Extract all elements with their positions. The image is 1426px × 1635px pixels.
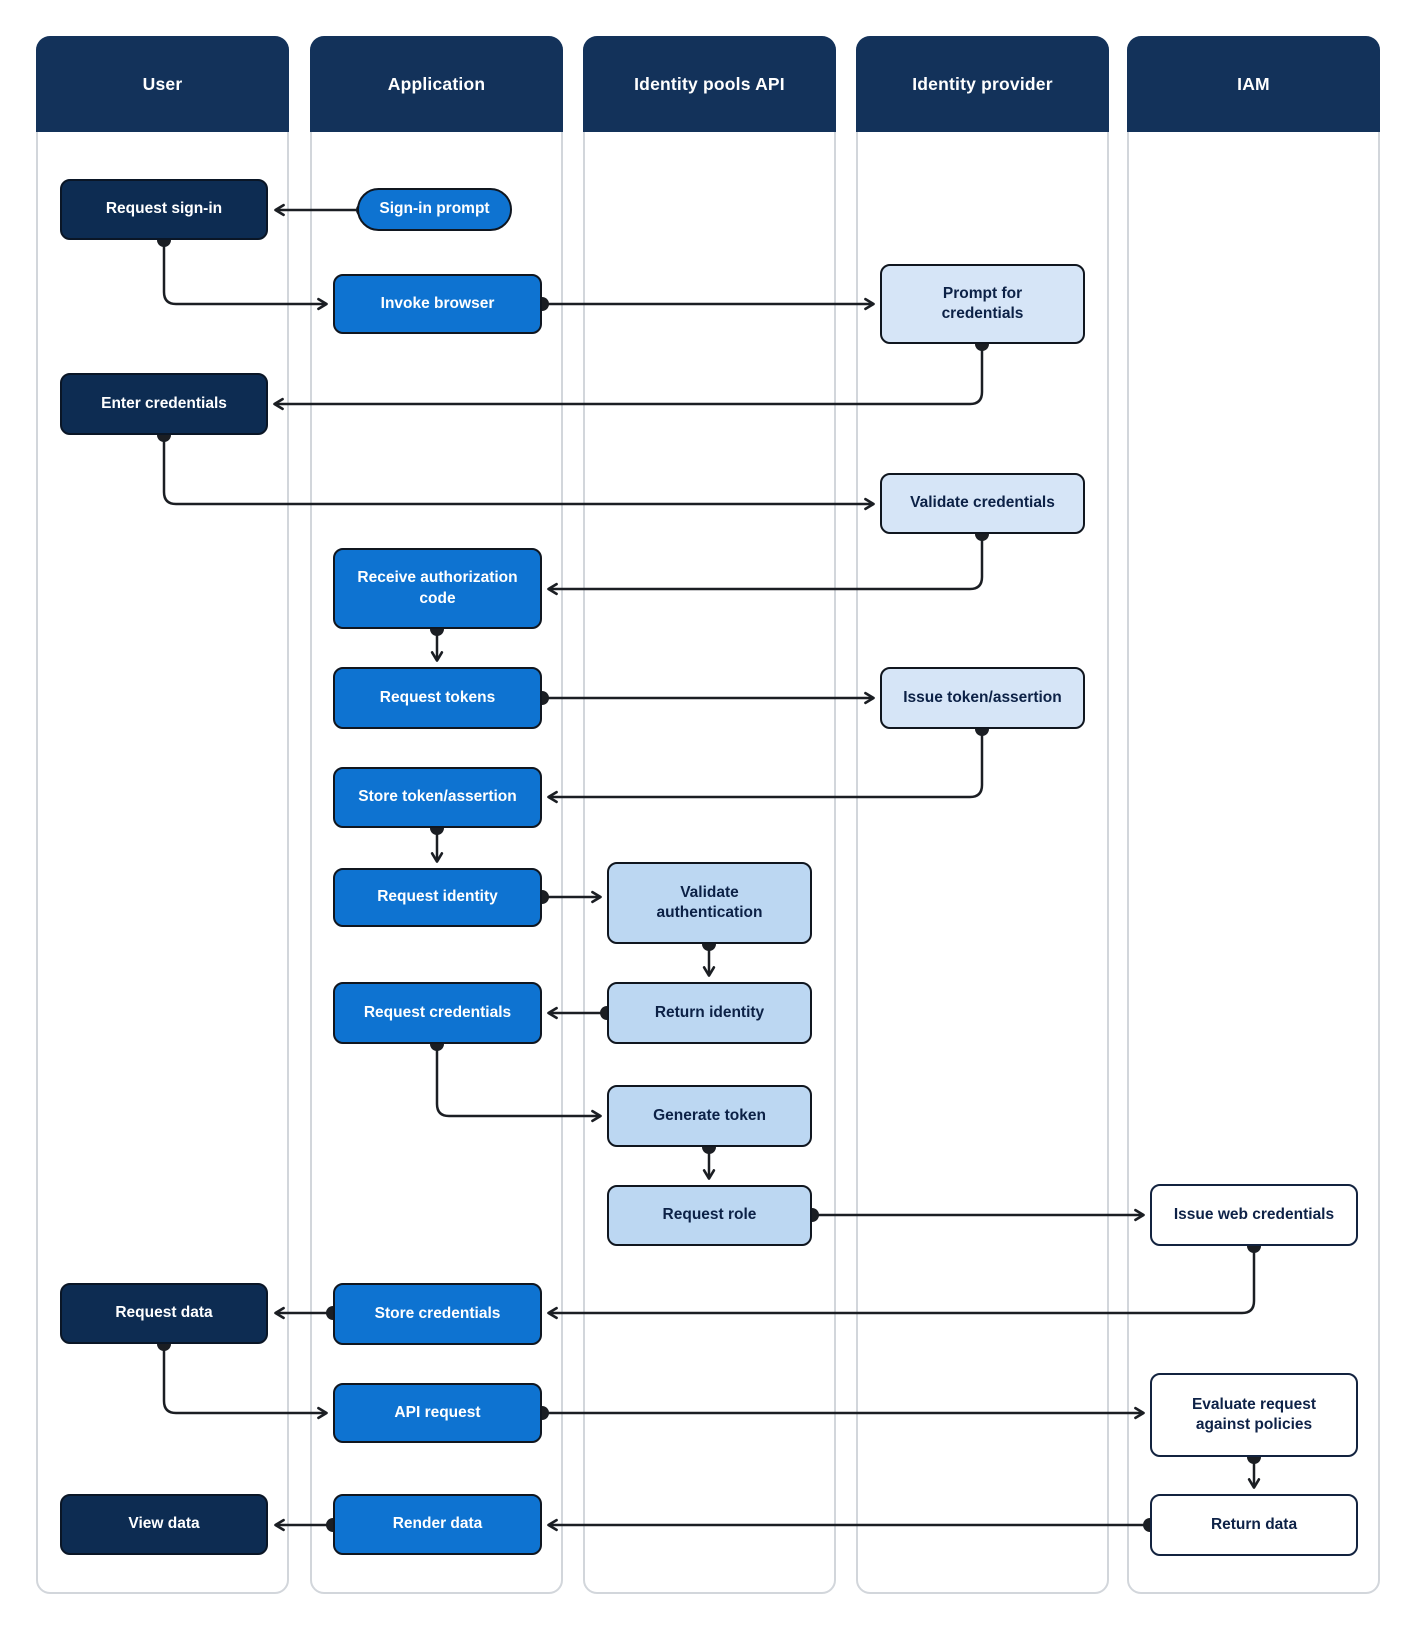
node-prompt-for-credentials: Prompt for credentials — [880, 264, 1085, 344]
lane-header-user: User — [36, 36, 289, 132]
node-request-credentials: Request credentials — [333, 982, 542, 1044]
node-render-data: Render data — [333, 1494, 542, 1555]
node-request-tokens: Request tokens — [333, 667, 542, 729]
node-request-sign-in: Request sign-in — [60, 179, 268, 240]
node-issue-token-assertion: Issue token/assertion — [880, 667, 1085, 729]
node-invoke-browser: Invoke browser — [333, 274, 542, 334]
node-store-token-assertion: Store token/assertion — [333, 767, 542, 828]
lane-identity-pools-api: Identity pools API — [583, 36, 836, 1594]
node-issue-web-credentials: Issue web credentials — [1150, 1184, 1358, 1246]
node-store-credentials: Store credentials — [333, 1283, 542, 1345]
node-return-data: Return data — [1150, 1494, 1358, 1556]
lane-header-iam: IAM — [1127, 36, 1380, 132]
node-generate-token: Generate token — [607, 1085, 812, 1147]
lane-iam: IAM — [1127, 36, 1380, 1594]
node-enter-credentials: Enter credentials — [60, 373, 268, 435]
lane-header-identity-provider: Identity provider — [856, 36, 1109, 132]
node-view-data: View data — [60, 1494, 268, 1555]
lane-header-identity-pools-api: Identity pools API — [583, 36, 836, 132]
node-evaluate-request: Evaluate request against policies — [1150, 1373, 1358, 1457]
node-api-request: API request — [333, 1383, 542, 1443]
node-return-identity: Return identity — [607, 982, 812, 1044]
lane-header-application: Application — [310, 36, 563, 132]
node-request-data: Request data — [60, 1283, 268, 1344]
node-request-role: Request role — [607, 1185, 812, 1246]
node-request-identity: Request identity — [333, 868, 542, 927]
node-receive-authorization-code: Receive authorization code — [333, 548, 542, 629]
lane-user: User — [36, 36, 289, 1594]
node-validate-credentials: Validate credentials — [880, 473, 1085, 534]
node-sign-in-prompt: Sign-in prompt — [357, 188, 512, 231]
node-validate-authentication: Validate authentication — [607, 862, 812, 944]
